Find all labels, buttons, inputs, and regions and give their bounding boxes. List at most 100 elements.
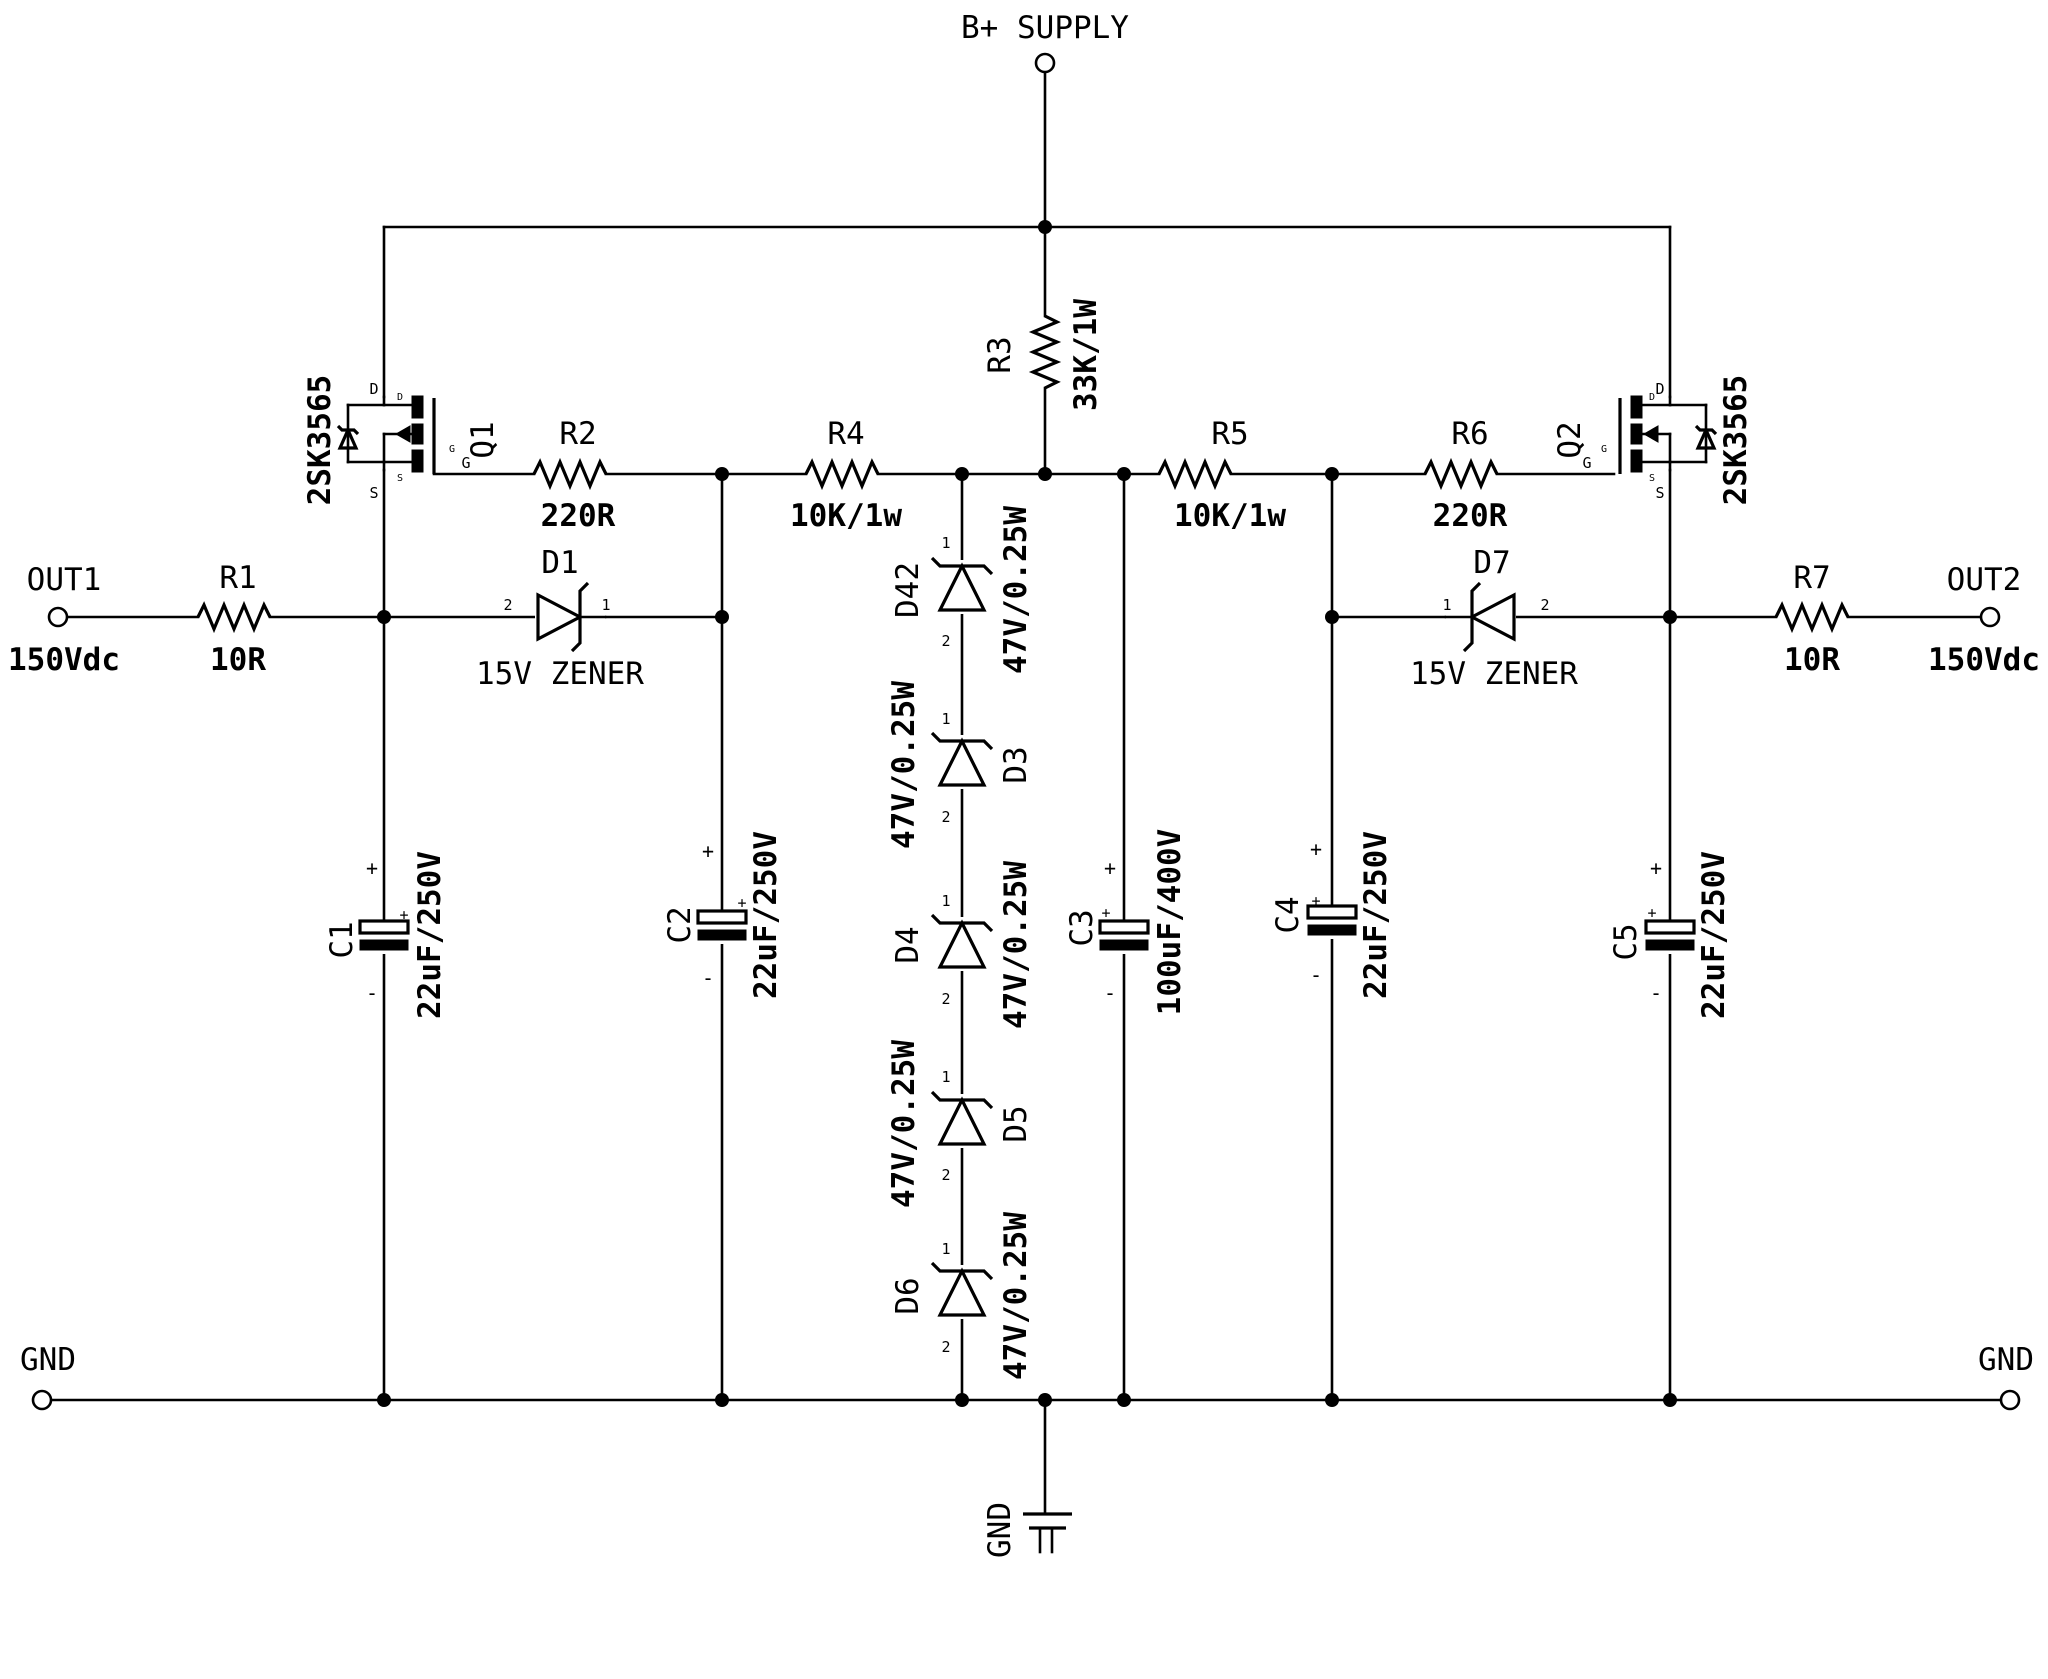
c4-plus-inner: + bbox=[1311, 892, 1320, 910]
resistor-r5: R5 10K/1w bbox=[1157, 416, 1286, 534]
capacitor-c4: + + - C4 22uF/250V bbox=[1270, 831, 1394, 999]
d6-pin-top: 1 bbox=[941, 1240, 950, 1258]
capacitor-c5: + + - C5 22uF/250V bbox=[1608, 851, 1732, 1019]
mosfet-q1: D S D S G G Q1 2SK3565 bbox=[302, 375, 501, 506]
c1-plus-outer: + bbox=[366, 856, 378, 880]
c3-value: 100uF/400V bbox=[1152, 829, 1188, 1016]
ground-symbol: GND bbox=[982, 1502, 1072, 1558]
q1-source-pin: S bbox=[397, 473, 403, 484]
zener-d5: 1 2 D5 47V/0.25W bbox=[886, 1040, 1034, 1208]
r5-value: 10K/1w bbox=[1174, 498, 1286, 534]
d4-ref: D4 bbox=[890, 926, 926, 963]
r6-value: 220R bbox=[1433, 498, 1508, 534]
c5-plus-outer: + bbox=[1650, 856, 1662, 880]
c3-plus-inner: + bbox=[1101, 904, 1110, 922]
c4-plus-outer: + bbox=[1310, 837, 1322, 861]
q1-part: 2SK3565 bbox=[302, 375, 338, 506]
d1-ref: D1 bbox=[541, 545, 578, 581]
d5-pin-bot: 2 bbox=[941, 1166, 950, 1184]
c2-minus: - bbox=[702, 966, 714, 990]
c3-ref: C3 bbox=[1064, 909, 1100, 946]
q1-drain-label: D bbox=[369, 380, 378, 398]
q2-source-pin: S bbox=[1649, 473, 1655, 484]
resistor-r6: R6 220R bbox=[1423, 416, 1508, 534]
out2-terminal: OUT2 150Vdc bbox=[1928, 562, 2040, 678]
q1-gate-label: G bbox=[461, 454, 470, 472]
gnd-right-terminal: GND bbox=[1978, 1342, 2034, 1411]
d7-value: 15V ZENER bbox=[1410, 656, 1578, 692]
r1-ref: R1 bbox=[219, 560, 256, 596]
out1-name: OUT1 bbox=[27, 562, 102, 598]
r4-ref: R4 bbox=[827, 416, 864, 452]
capacitor-c3: + + - C3 100uF/400V bbox=[1064, 829, 1188, 1016]
c5-value: 22uF/250V bbox=[1696, 851, 1732, 1019]
d6-value: 47V/0.25W bbox=[998, 1212, 1034, 1380]
q1-source-label: S bbox=[369, 484, 378, 502]
ground-symbol-label: GND bbox=[982, 1502, 1018, 1558]
d3-value: 47V/0.25W bbox=[886, 681, 922, 849]
c4-ref: C4 bbox=[1270, 896, 1306, 933]
d6-ref: D6 bbox=[890, 1277, 926, 1314]
junctions bbox=[377, 220, 1677, 1407]
d7-ref: D7 bbox=[1473, 545, 1510, 581]
d1-pin-k: 1 bbox=[601, 596, 610, 614]
c1-value: 22uF/250V bbox=[412, 851, 448, 1019]
d3-pin-top: 1 bbox=[941, 710, 950, 728]
r1-value: 10R bbox=[210, 642, 266, 678]
zener-d42: 1 2 D42 47V/0.25W bbox=[890, 506, 1034, 674]
c1-minus: - bbox=[366, 981, 378, 1005]
r7-ref: R7 bbox=[1793, 560, 1830, 596]
resistor-r2: R2 220R bbox=[532, 416, 616, 534]
zener-d6: 1 2 D6 47V/0.25W bbox=[890, 1212, 1034, 1380]
zener-d4: 1 2 D4 47V/0.25W bbox=[890, 861, 1034, 1029]
r2-ref: R2 bbox=[559, 416, 596, 452]
c3-plus-outer: + bbox=[1104, 856, 1116, 880]
resistor-r3: R3 33K/1W bbox=[982, 299, 1104, 411]
r3-ref: R3 bbox=[982, 336, 1018, 373]
q2-gate-pin: G bbox=[1601, 444, 1607, 455]
d4-pin-top: 1 bbox=[941, 892, 950, 910]
c1-ref: C1 bbox=[324, 921, 360, 958]
zener-d7: 1 2 D7 15V ZENER bbox=[1410, 545, 1578, 692]
c1-plus-inner: + bbox=[399, 906, 408, 924]
c2-value: 22uF/250V bbox=[748, 831, 784, 999]
d3-ref: D3 bbox=[998, 746, 1034, 783]
out2-name: OUT2 bbox=[1947, 562, 2022, 598]
r4-value: 10K/1w bbox=[790, 498, 902, 534]
d42-pin-bot: 2 bbox=[941, 632, 950, 650]
d42-pin-top: 1 bbox=[941, 534, 950, 552]
out1-terminal: OUT1 150Vdc bbox=[8, 562, 120, 678]
capacitor-c1: + + - C1 22uF/250V bbox=[324, 851, 448, 1019]
q1-ref: Q1 bbox=[465, 421, 501, 458]
c5-ref: C5 bbox=[1608, 923, 1644, 960]
out1-voltage: 150Vdc bbox=[8, 642, 120, 678]
r7-value: 10R bbox=[1784, 642, 1840, 678]
q1-gate-pin: G bbox=[449, 444, 455, 455]
d6-pin-bot: 2 bbox=[941, 1338, 950, 1356]
q2-part: 2SK3565 bbox=[1718, 375, 1754, 506]
c4-minus: - bbox=[1310, 963, 1322, 987]
d42-value: 47V/0.25W bbox=[998, 506, 1034, 674]
mosfet-q2: D S D S G G Q2 2SK3565 bbox=[1552, 375, 1754, 506]
d5-pin-top: 1 bbox=[941, 1068, 950, 1086]
d3-pin-bot: 2 bbox=[941, 808, 950, 826]
resistor-r4: R4 10K/1w bbox=[790, 416, 902, 534]
d7-pin-k: 1 bbox=[1442, 596, 1451, 614]
d42-ref: D42 bbox=[890, 562, 926, 618]
resistor-r1: R1 10R bbox=[196, 560, 272, 678]
out2-voltage: 150Vdc bbox=[1928, 642, 2040, 678]
d1-value: 15V ZENER bbox=[476, 656, 644, 692]
q2-drain-pin: D bbox=[1649, 392, 1655, 403]
resistor-r7: R7 10R bbox=[1774, 560, 1850, 678]
r2-value: 220R bbox=[541, 498, 616, 534]
q2-gate-label: G bbox=[1582, 454, 1591, 472]
q2-drain-label: D bbox=[1655, 380, 1664, 398]
capacitor-c2: + + - C2 22uF/250V bbox=[662, 831, 784, 999]
d1-pin-a: 2 bbox=[503, 596, 512, 614]
d5-value: 47V/0.25W bbox=[886, 1040, 922, 1208]
gnd-left-terminal: GND bbox=[20, 1342, 76, 1411]
q2-source-label: S bbox=[1655, 484, 1664, 502]
c5-minus: - bbox=[1650, 981, 1662, 1005]
r6-ref: R6 bbox=[1451, 416, 1488, 452]
